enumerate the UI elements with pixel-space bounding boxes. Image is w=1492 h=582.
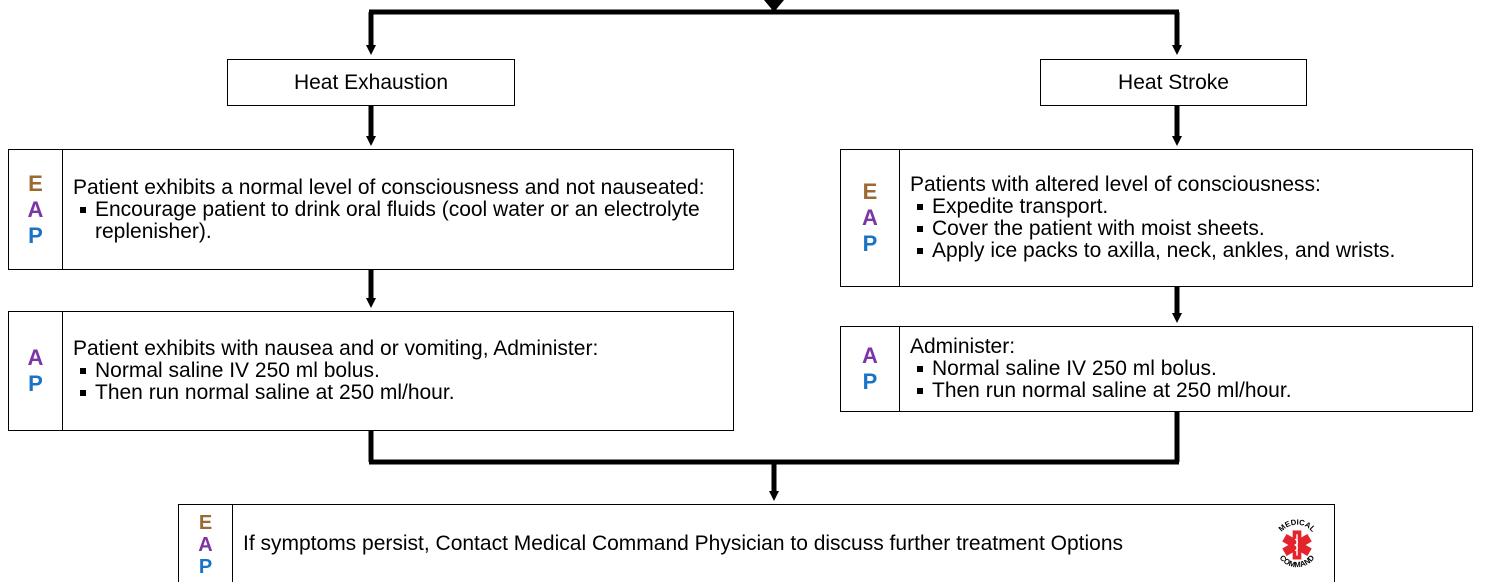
- protocol-intro: Administer:: [910, 335, 1016, 358]
- eap-badge: E A P: [841, 150, 900, 286]
- ap-badge: A P: [9, 312, 63, 430]
- logo-top-text: MEDICAL: [1277, 517, 1318, 533]
- protocol-intro: Patients with altered level of conscious…: [910, 173, 1321, 196]
- medical-command-text: If symptoms persist, Contact Medical Com…: [243, 531, 1124, 555]
- protocol-bullet: Apply ice packs to axilla, neck, ankles,…: [910, 240, 1462, 262]
- protocol-intro: Patient exhibits a normal level of consc…: [73, 175, 705, 199]
- protocol-text: Administer: Normal saline IV 250 ml bolu…: [900, 327, 1472, 411]
- medical-command-logo: MEDICAL COMMAND: [1277, 517, 1318, 569]
- protocol-text: If symptoms persist, Contact Medical Com…: [233, 505, 1334, 582]
- logo-bottom-text: COMMAND: [1278, 553, 1317, 569]
- protocol-text: Patients with altered level of conscious…: [900, 150, 1472, 286]
- protocol-bullet: Then run normal saline at 250 ml/hour.: [73, 382, 723, 404]
- protocol-bullet: Normal saline IV 250 ml bolus.: [910, 358, 1462, 380]
- heat-exhaustion-oral-fluids-box: E A P Patient exhibits a normal level of…: [8, 149, 734, 270]
- heat-stroke-iv-box: A P Administer: Normal saline IV 250 ml …: [840, 326, 1473, 412]
- heat-stroke-box: Heat Stroke: [1040, 59, 1307, 106]
- protocol-bullet: Then run normal saline at 250 ml/hour.: [910, 380, 1462, 402]
- top-arrow-icon: [764, 0, 784, 12]
- protocol-bullet: Encourage patient to drink oral fluids (…: [73, 198, 723, 243]
- protocol-intro: Patient exhibits with nausea and or vomi…: [73, 337, 599, 360]
- heat-stroke-title: Heat Stroke: [1118, 70, 1229, 94]
- ap-badge: A P: [841, 327, 900, 411]
- heat-exhaustion-title: Heat Exhaustion: [293, 70, 449, 94]
- star-of-life-icon: [1282, 530, 1312, 560]
- medical-command-box: E A P If symptoms persist, Contact Medic…: [178, 504, 1335, 582]
- svg-text:COMMAND: COMMAND: [1278, 553, 1317, 569]
- protocol-text: Patient exhibits a normal level of consc…: [63, 150, 733, 269]
- protocol-bullet: Cover the patient with moist sheets.: [910, 218, 1462, 240]
- protocol-bullet: Expedite transport.: [910, 196, 1462, 218]
- heat-stroke-cooling-box: E A P Patients with altered level of con…: [840, 149, 1473, 287]
- heat-exhaustion-iv-box: A P Patient exhibits with nausea and or …: [8, 311, 734, 431]
- svg-text:MEDICAL: MEDICAL: [1277, 517, 1318, 533]
- protocol-text: Patient exhibits with nausea and or vomi…: [63, 312, 733, 430]
- eap-badge: E A P: [179, 505, 233, 582]
- eap-badge: E A P: [9, 150, 63, 269]
- heat-exhaustion-box: Heat Exhaustion: [227, 59, 515, 106]
- protocol-bullet: Normal saline IV 250 ml bolus.: [73, 360, 723, 382]
